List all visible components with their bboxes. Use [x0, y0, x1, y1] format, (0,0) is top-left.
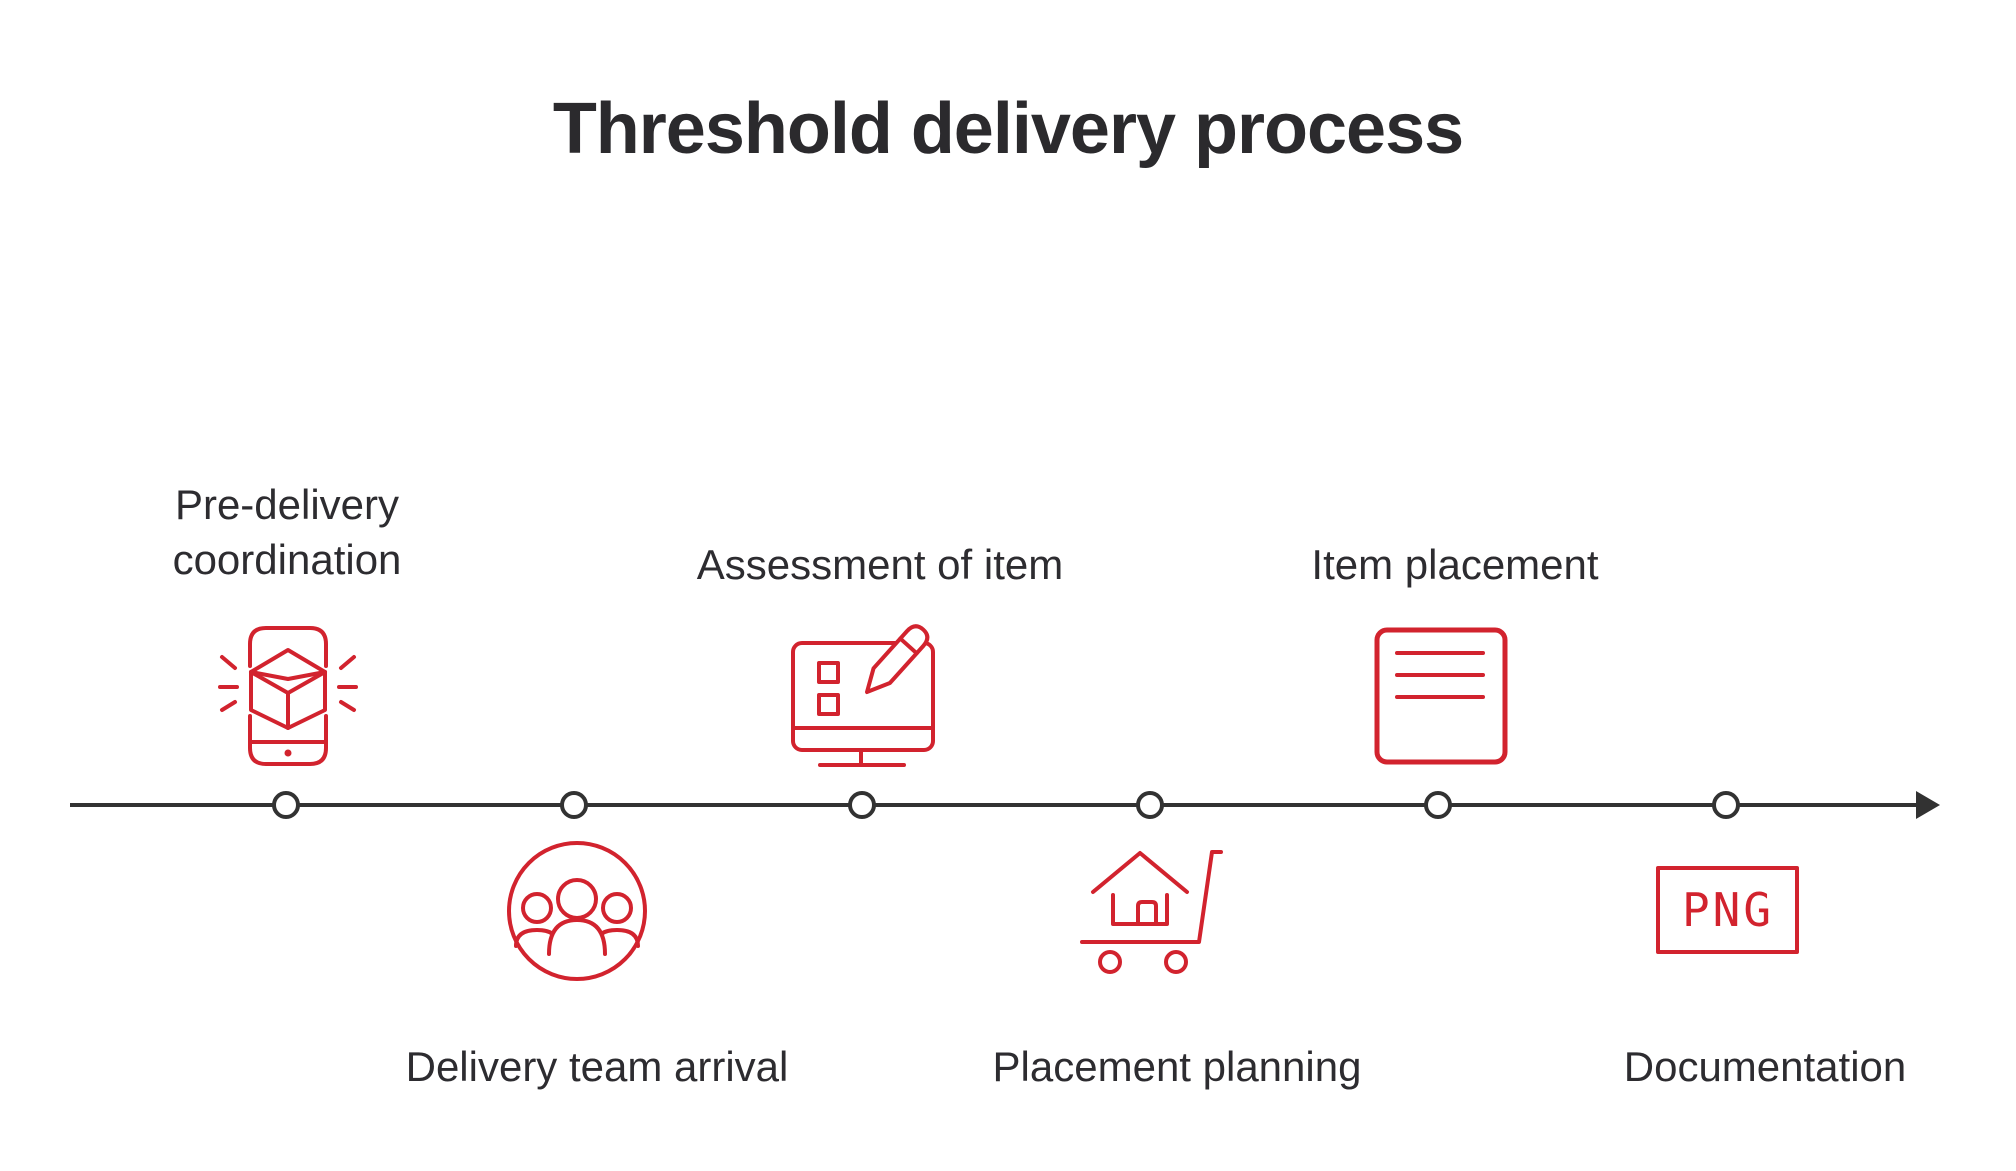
timeline-arrowhead-icon — [1916, 791, 1940, 819]
person-body-center — [547, 918, 607, 956]
timeline-node-3 — [848, 791, 876, 819]
phone-bottom — [248, 714, 328, 766]
package-box — [249, 648, 327, 730]
step-label-documentation: Documentation — [1623, 1043, 1907, 1090]
timeline-node-4 — [1136, 791, 1164, 819]
phone-speaker-dot — [284, 749, 292, 757]
step-label-assessment-of-item: Assessment of item — [696, 541, 1064, 588]
png-file-icon: PNG — [1656, 866, 1799, 954]
timeline-node-6 — [1712, 791, 1740, 819]
checkbox-1 — [817, 661, 840, 684]
cart-wheel-right — [1164, 950, 1188, 974]
cart-frame — [1080, 850, 1223, 944]
document-outline — [1374, 627, 1508, 765]
monitor-checklist-pencil-icon — [791, 624, 935, 767]
checkbox-2 — [817, 693, 840, 716]
timeline-line — [70, 803, 1919, 807]
delivery-team-icon — [507, 841, 647, 981]
timeline-node-5 — [1424, 791, 1452, 819]
cart-wheel-left — [1098, 950, 1122, 974]
person-head-left — [521, 892, 553, 924]
burst-lines — [218, 655, 358, 712]
phone-top — [248, 626, 328, 668]
pencil — [865, 624, 930, 694]
timeline-node-1 — [272, 791, 300, 819]
phone-package-icon — [218, 626, 358, 766]
page-title: Threshold delivery process — [552, 89, 1464, 170]
step-label-item-placement: Item placement — [1311, 541, 1599, 588]
png-badge-outline — [1656, 866, 1799, 954]
png-badge-text: PNG — [1682, 883, 1774, 937]
step-label-pre-delivery-coordination: Pre-delivery coordination — [172, 481, 402, 583]
house-in-cart-icon — [1080, 850, 1223, 974]
house-door — [1136, 900, 1158, 926]
person-head-center — [556, 878, 598, 920]
step-label-placement-planning: Placement planning — [992, 1043, 1362, 1090]
document-lines-icon — [1374, 627, 1508, 765]
team-outer-circle — [507, 841, 647, 981]
person-head-right — [601, 892, 633, 924]
house-roof — [1091, 851, 1189, 894]
step-label-delivery-team-arrival: Delivery team arrival — [405, 1043, 789, 1090]
timeline-node-2 — [560, 791, 588, 819]
